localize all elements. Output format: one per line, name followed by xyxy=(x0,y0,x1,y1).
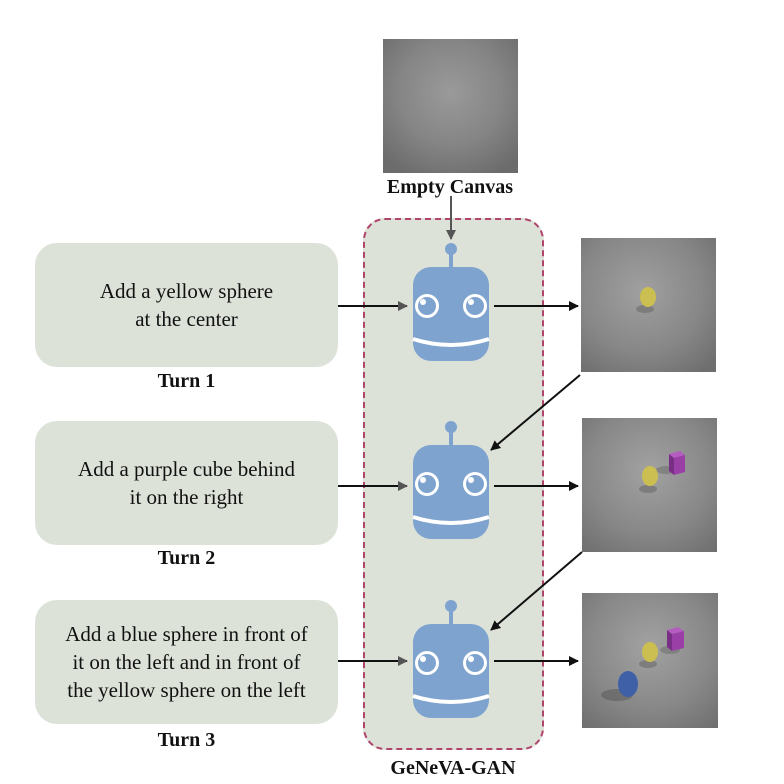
arrow-image-2-to-robot-3 xyxy=(491,552,582,630)
arrow-image-1-to-robot-2 xyxy=(491,375,580,450)
